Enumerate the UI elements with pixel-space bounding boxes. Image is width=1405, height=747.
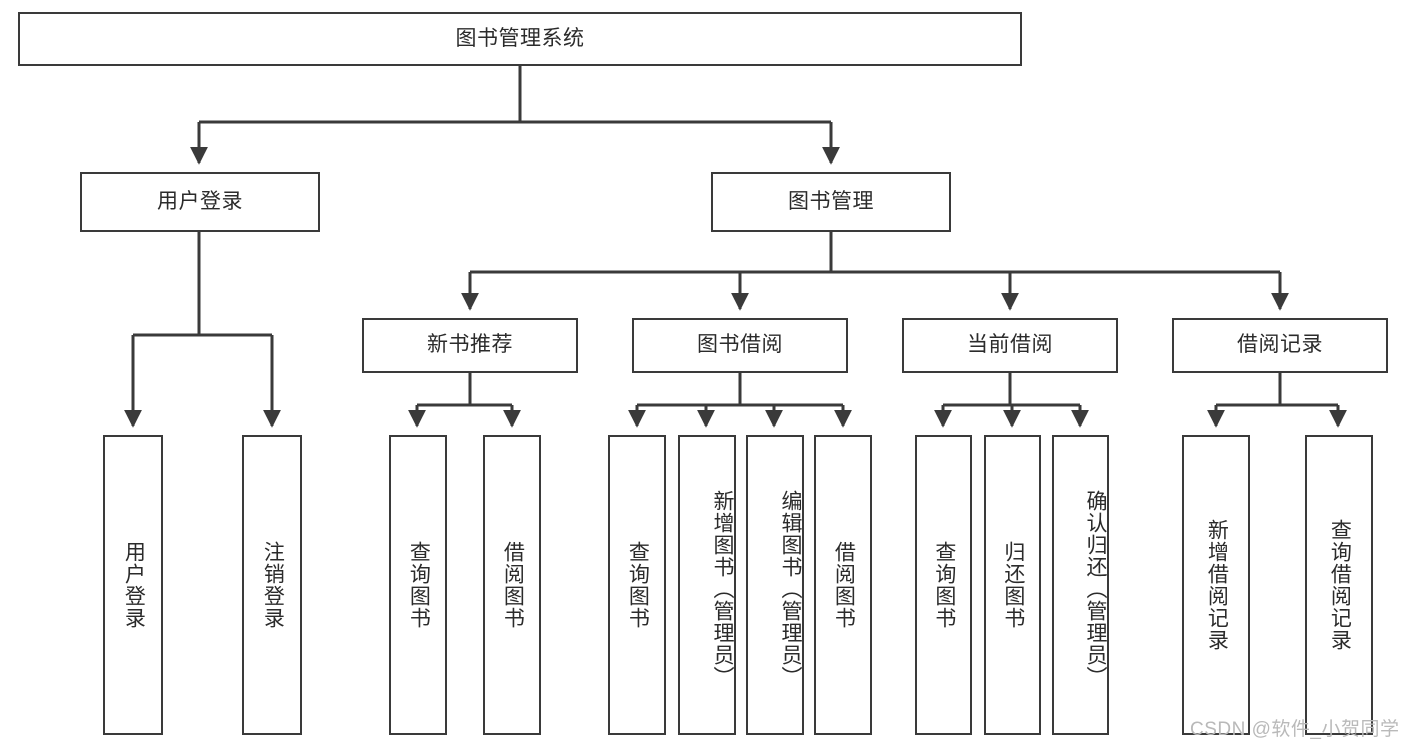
node-leaf-confirm-return-label: 确认归还（管理员） [1084, 490, 1107, 688]
node-leaf-query-record-label: 查询借阅记录 [1328, 519, 1352, 651]
node-leaf-borrow-book-1[interactable]: 借阅图书 [483, 435, 541, 735]
node-leaf-confirm-return[interactable]: 确认归还（管理员） [1052, 435, 1109, 735]
node-leaf-query-record[interactable]: 查询借阅记录 [1305, 435, 1373, 735]
node-current-borrow[interactable]: 当前借阅 [902, 318, 1118, 373]
node-leaf-query-book-2-label: 查询图书 [626, 541, 650, 629]
node-leaf-add-record[interactable]: 新增借阅记录 [1182, 435, 1250, 735]
node-root-label: 图书管理系统 [455, 26, 585, 50]
node-leaf-logout-login[interactable]: 注销登录 [242, 435, 302, 735]
link-new-book-recommend-to-leaves [408, 373, 521, 428]
watermark-text: CSDN @软件_小贺同学 [1190, 719, 1400, 740]
node-user-login[interactable]: 用户登录 [80, 172, 320, 232]
node-book-borrow[interactable]: 图书借阅 [632, 318, 848, 373]
node-leaf-query-book-2[interactable]: 查询图书 [608, 435, 666, 735]
node-leaf-return-book-label: 归还图书 [1001, 541, 1025, 629]
link-user-login-to-leaves [124, 232, 281, 428]
link-book-borrow-to-leaves [628, 373, 852, 428]
node-root[interactable]: 图书管理系统 [18, 12, 1022, 66]
node-current-borrow-label: 当前借阅 [967, 333, 1053, 357]
node-book-manage[interactable]: 图书管理 [711, 172, 951, 232]
link-current-borrow-to-leaves [934, 373, 1089, 428]
node-leaf-borrow-book-2[interactable]: 借阅图书 [814, 435, 872, 735]
node-leaf-user-login-label: 用户登录 [122, 541, 146, 629]
link-book-manage-to-level3 [461, 232, 1289, 311]
node-leaf-query-book-3-label: 查询图书 [932, 541, 956, 629]
node-leaf-add-record-label: 新增借阅记录 [1205, 519, 1229, 651]
node-user-login-label: 用户登录 [157, 189, 243, 213]
node-book-borrow-label: 图书借阅 [697, 333, 783, 357]
node-leaf-return-book[interactable]: 归还图书 [984, 435, 1041, 735]
node-book-manage-label: 图书管理 [788, 189, 874, 213]
node-leaf-user-login[interactable]: 用户登录 [103, 435, 163, 735]
node-leaf-borrow-book-1-label: 借阅图书 [501, 541, 525, 629]
node-leaf-logout-login-label: 注销登录 [261, 541, 285, 629]
node-leaf-edit-book-label: 编辑图书（管理员） [779, 490, 802, 688]
node-leaf-add-book[interactable]: 新增图书（管理员） [678, 435, 736, 735]
node-new-book-recommend-label: 新书推荐 [427, 333, 513, 357]
node-leaf-edit-book[interactable]: 编辑图书（管理员） [746, 435, 804, 735]
node-borrow-record-label: 借阅记录 [1237, 333, 1323, 357]
node-leaf-query-book-1[interactable]: 查询图书 [389, 435, 447, 735]
node-leaf-borrow-book-2-label: 借阅图书 [832, 541, 856, 629]
node-leaf-query-book-1-label: 查询图书 [407, 541, 431, 629]
link-root-to-level2 [190, 66, 840, 165]
node-new-book-recommend[interactable]: 新书推荐 [362, 318, 578, 373]
link-borrow-record-to-leaves [1207, 373, 1347, 428]
node-leaf-query-book-3[interactable]: 查询图书 [915, 435, 972, 735]
node-borrow-record[interactable]: 借阅记录 [1172, 318, 1388, 373]
node-leaf-add-book-label: 新增图书（管理员） [711, 490, 734, 688]
